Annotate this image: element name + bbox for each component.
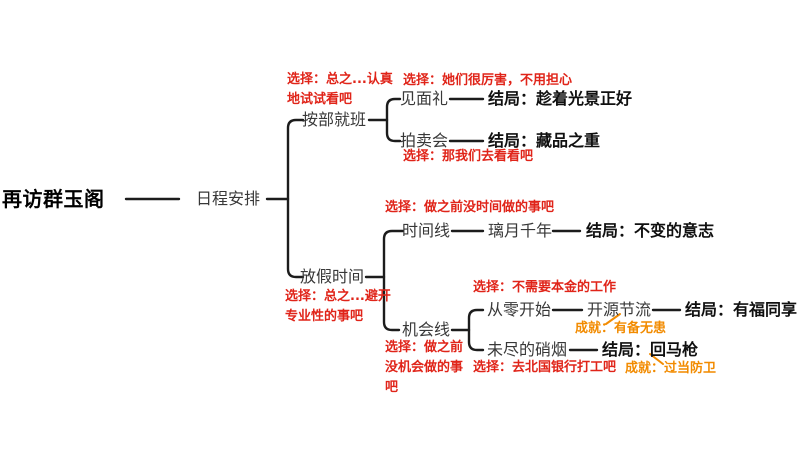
choice-smoke: 选择：去北国银行打工吧 (473, 360, 617, 375)
end-auction: 结局：藏品之重 (488, 131, 601, 150)
choice-chance: 选择：做之前 没机会做的事 吧 (385, 340, 464, 395)
bracket-holiday-children (382, 229, 405, 332)
node-timeline: 时间线 (402, 221, 451, 240)
end-smoke: 结局：回马枪 (602, 340, 699, 359)
choice-zero: 选择：不需要本金的工作 (473, 280, 617, 295)
node-auction: 拍卖会 (400, 131, 449, 150)
choice-work: 选择：总之...认真 地试试看吧 (287, 72, 393, 107)
connector-kaiyuan-achievement (605, 313, 621, 325)
node-liyue: 璃月千年 (488, 221, 553, 240)
node-smoke: 未尽的硝烟 (487, 340, 568, 359)
choice-meeting: 选择：她们很厉害，不用担心 (403, 73, 573, 88)
node-chance: 机会线 (402, 320, 451, 339)
connector-smoke-achievement (649, 353, 664, 365)
end-zero: 结局：有福同享 (685, 300, 798, 319)
node-meeting: 见面礼 (400, 89, 449, 108)
choice-timeline: 选择：做之前没时间做的事吧 (385, 200, 555, 215)
choice-holiday: 选择：总之...避开 专业性的事吧 (285, 289, 391, 324)
node-zero: 从零开始 (487, 300, 552, 319)
root-node: 再访群玉阁 (2, 187, 105, 211)
node-work: 按部就班 (302, 110, 367, 129)
bracket-schedule-children (286, 118, 305, 279)
end-timeline: 结局：不变的意志 (586, 221, 715, 240)
node-schedule: 日程安排 (196, 189, 261, 208)
node-kaiyuan: 开源节流 (587, 300, 652, 319)
end-meeting: 结局：趁着光景正好 (488, 89, 633, 108)
node-holiday: 放假时间 (300, 267, 365, 286)
choice-auction: 选择：那我们去看看吧 (403, 149, 534, 164)
bracket-chance-children (467, 308, 485, 352)
achievement-smoke: 成就：过当防卫 (625, 361, 717, 376)
achievement-kaiyuan: 成就：有备无患 (575, 321, 667, 336)
bracket-work-children (385, 97, 402, 143)
